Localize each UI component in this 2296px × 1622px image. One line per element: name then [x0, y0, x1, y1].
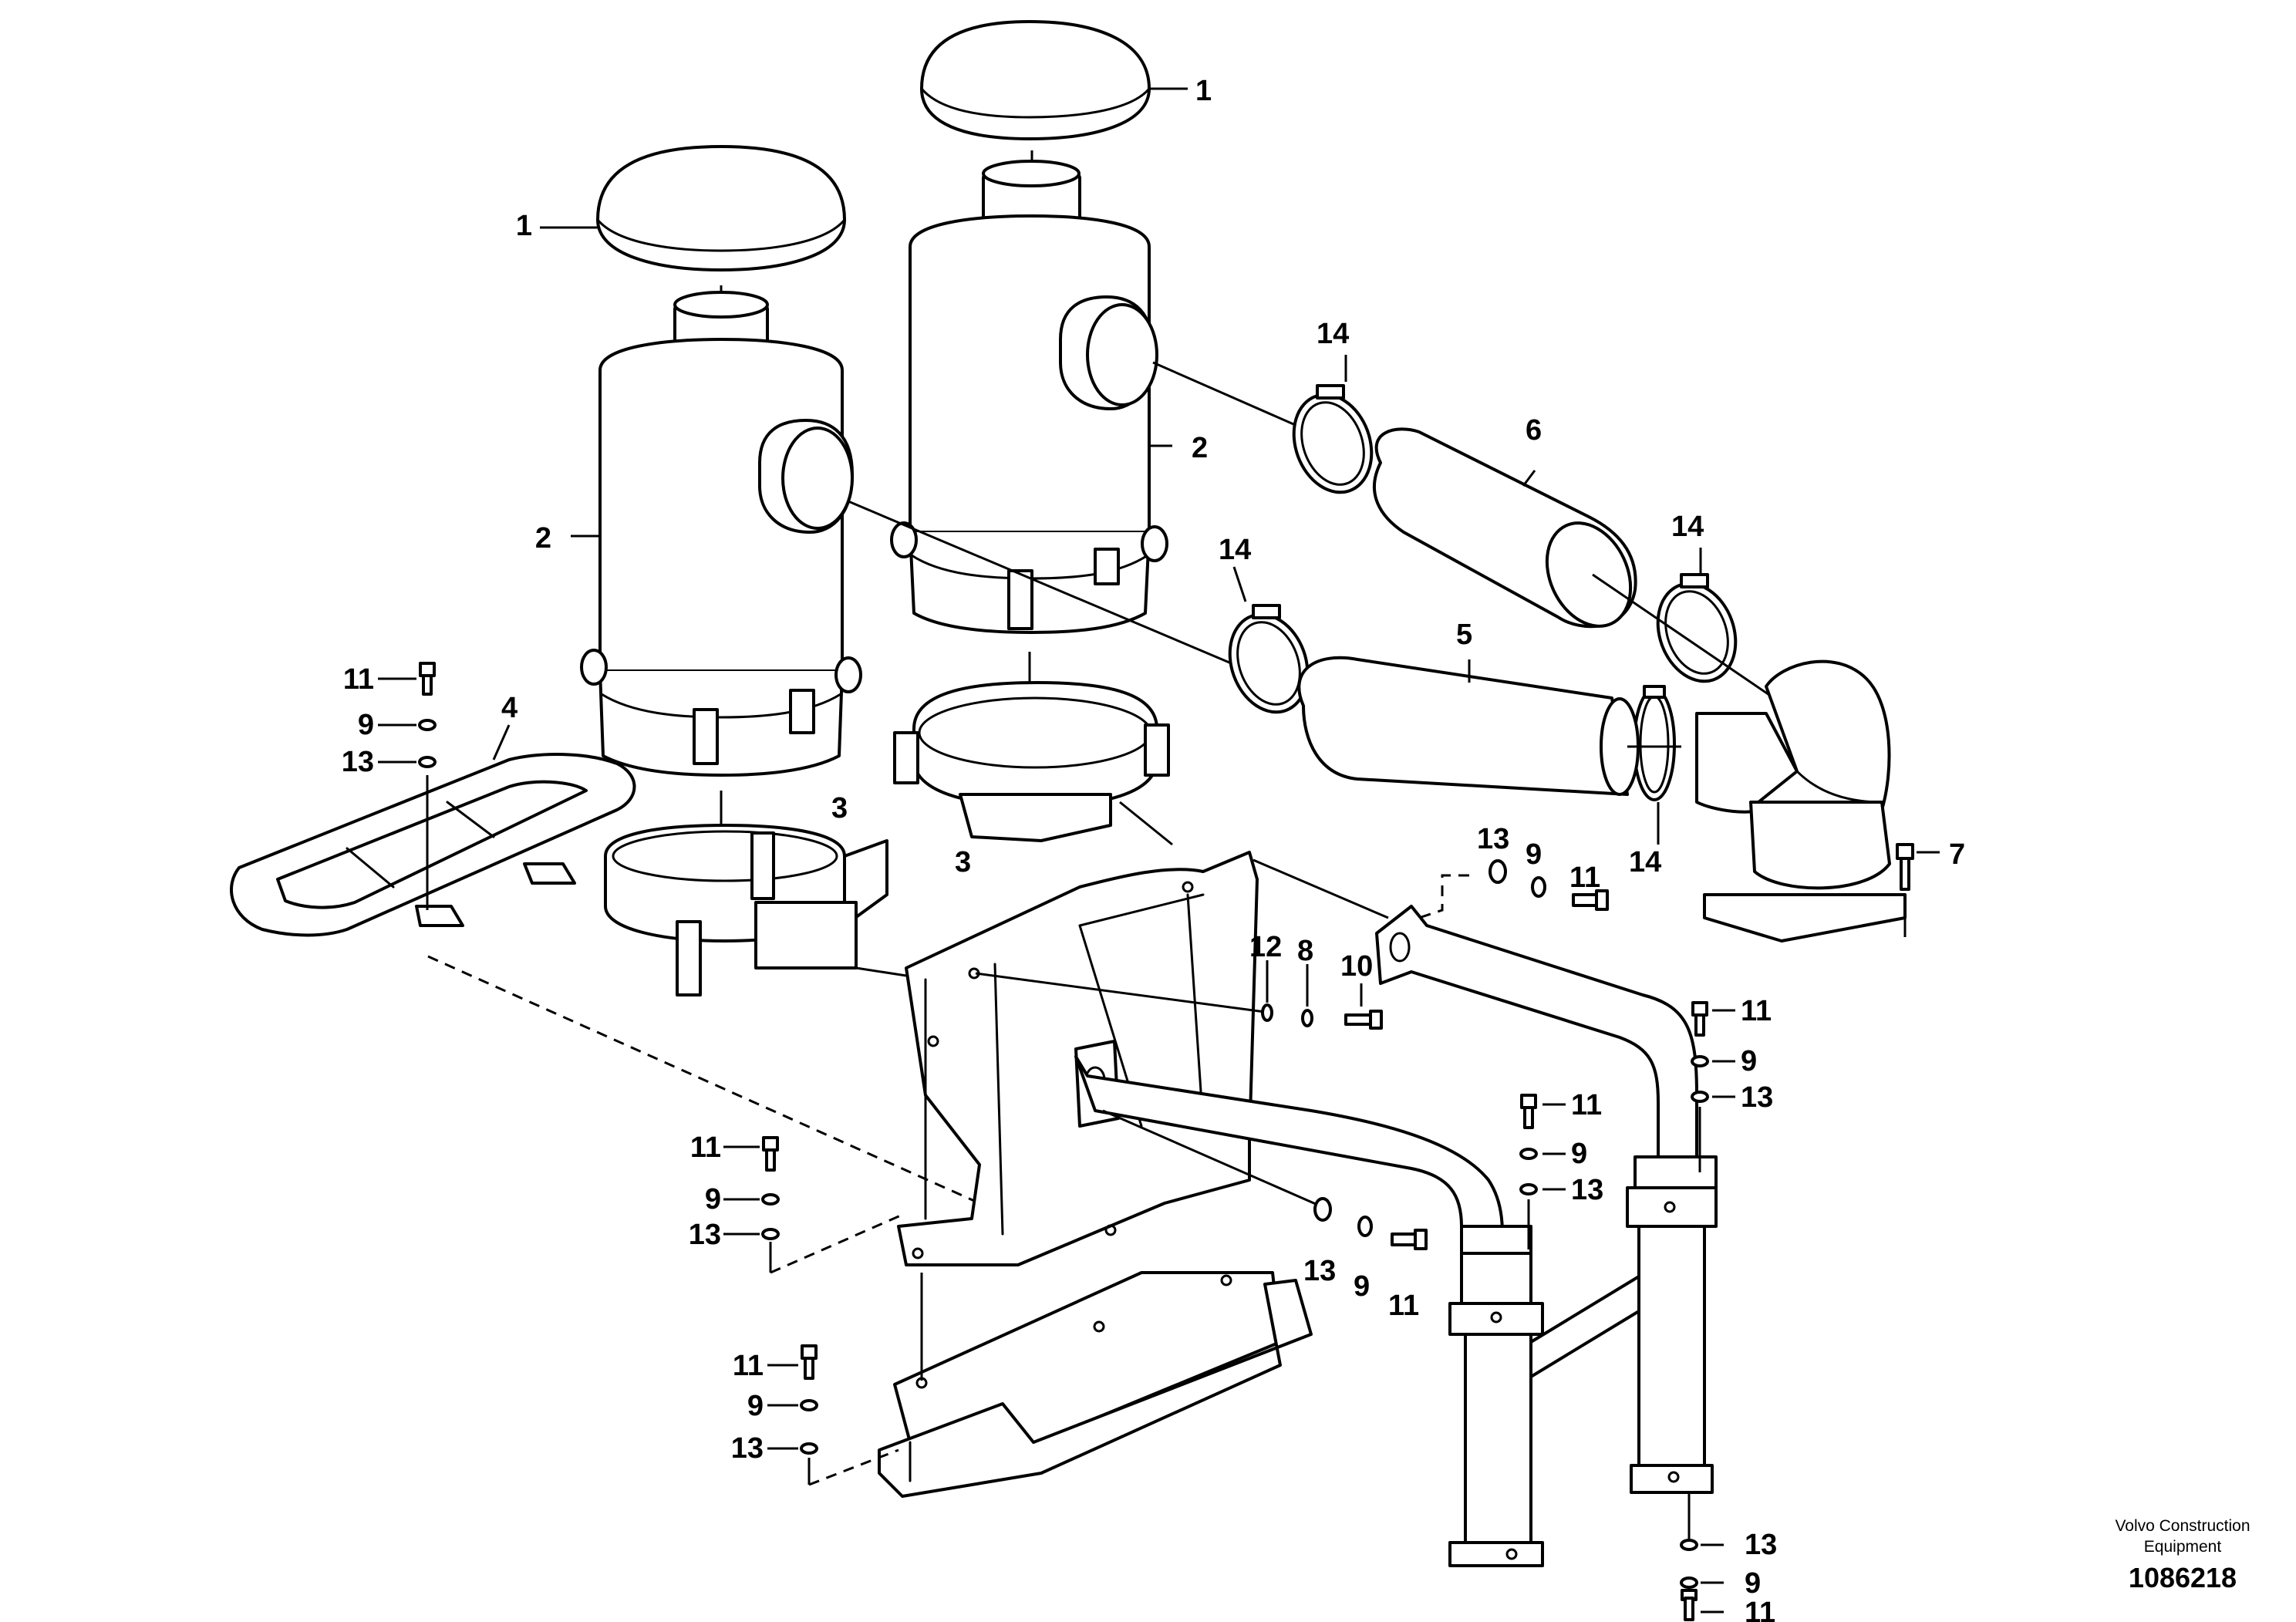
credit-line-2: Equipment [2144, 1538, 2222, 1556]
bolt-stack-stand-bottom [1680, 1539, 1698, 1621]
callout-6: 6 [1526, 414, 1542, 447]
callout-4: 4 [501, 692, 518, 724]
bolt-stack-frame-center [1313, 1197, 1428, 1250]
callout-2-right: 2 [1192, 432, 1208, 464]
support-tube-lower [1074, 1055, 1532, 1255]
hose-clamp-14-c [1656, 573, 1738, 683]
callout-5: 5 [1456, 619, 1472, 651]
hose-clamp-14-d [1633, 685, 1676, 801]
callout-9-c: 9 [1741, 1045, 1757, 1077]
callout-13-e: 13 [1303, 1255, 1336, 1287]
bolt-stack-stand-right-top [1691, 1001, 1709, 1103]
air-filter-housing-right [890, 160, 1168, 634]
bolt-stack-bracket-4 [418, 662, 437, 768]
callout-1-right: 1 [1195, 75, 1212, 107]
callout-11-d: 11 [1571, 1089, 1602, 1121]
bolt-stack-base-plate [800, 1344, 818, 1455]
callout-9-d: 9 [1571, 1138, 1587, 1170]
air-filter-housing-left [580, 291, 862, 777]
base-plate [878, 1271, 1313, 1498]
bolt-stack-stand-mid [1519, 1094, 1538, 1195]
callout-13-f: 13 [689, 1219, 721, 1251]
callout-2-left: 2 [535, 522, 551, 555]
callout-13-b: 13 [1477, 823, 1509, 855]
bolt-stack-frame-side [1261, 1003, 1383, 1030]
bolt-stack-flange-upper [1489, 859, 1609, 911]
callout-3-left: 3 [831, 792, 848, 824]
support-stand [1448, 1186, 1718, 1567]
credit-line-1: Volvo Construction [2115, 1517, 2250, 1535]
callout-14-d: 14 [1629, 846, 1661, 878]
callout-10: 10 [1340, 950, 1373, 983]
callout-3-mid: 3 [955, 846, 971, 878]
callout-7: 7 [1949, 838, 1965, 871]
callout-13-g: 13 [731, 1432, 764, 1465]
callout-9-f: 9 [705, 1183, 721, 1216]
callout-11-h: 11 [1745, 1597, 1775, 1622]
callout-14-c: 14 [1671, 511, 1704, 543]
callout-9-a: 9 [358, 709, 374, 741]
elbow-7 [1695, 659, 1907, 943]
callout-11-a: 11 [343, 663, 374, 696]
callout-11-f: 11 [690, 1131, 721, 1164]
hose-clamp-14-a [1292, 384, 1374, 494]
callout-9-e: 9 [1354, 1270, 1370, 1303]
bracket-4 [230, 753, 636, 937]
callout-11-b: 11 [1569, 862, 1600, 894]
callout-1-left: 1 [516, 210, 532, 242]
callout-11-e: 11 [1388, 1290, 1419, 1322]
callout-9-h: 9 [1745, 1567, 1761, 1600]
callout-9-b: 9 [1526, 838, 1542, 871]
callout-14-a: 14 [1317, 318, 1349, 350]
callout-11-c: 11 [1741, 995, 1772, 1027]
precleaner-cap-left [596, 145, 846, 271]
callout-14-b: 14 [1219, 534, 1251, 566]
bolt-stack-frame-left [761, 1136, 780, 1240]
callout-13-h: 13 [1745, 1529, 1777, 1561]
document-number: 1086218 [2129, 1562, 2237, 1593]
mounting-strap-right [893, 681, 1170, 842]
flange-bolt-7 [1896, 843, 1914, 891]
mounting-strap-left [604, 824, 888, 996]
callout-12: 12 [1249, 931, 1282, 963]
hose-clamp-14-b [1228, 604, 1310, 714]
callout-13-d: 13 [1571, 1174, 1603, 1206]
hose-5 [1297, 656, 1640, 796]
callout-13-c: 13 [1741, 1081, 1773, 1114]
hose-6 [1372, 427, 1637, 629]
callout-8: 8 [1297, 935, 1313, 967]
precleaner-cap-right [920, 20, 1151, 140]
callout-11-g: 11 [733, 1350, 764, 1382]
callout-9-g: 9 [747, 1390, 764, 1422]
callout-13-a: 13 [342, 746, 374, 778]
